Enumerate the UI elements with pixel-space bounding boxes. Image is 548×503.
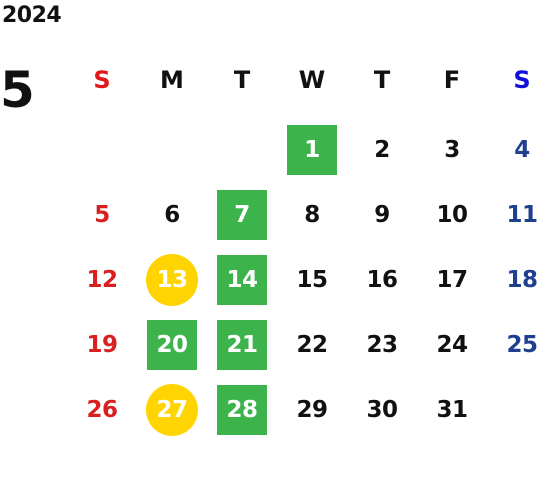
calendar-day[interactable]: 21 <box>217 320 267 370</box>
calendar-day[interactable]: 29 <box>296 397 328 423</box>
calendar-day[interactable]: 5 <box>94 202 110 228</box>
calendar-day[interactable]: 28 <box>217 385 267 435</box>
calendar-day[interactable]: 22 <box>296 332 328 358</box>
weekday-header: S <box>513 66 531 94</box>
calendar-day[interactable]: 3 <box>444 137 460 163</box>
weekday-header: T <box>373 66 391 94</box>
calendar-day[interactable]: 1 <box>287 125 337 175</box>
calendar-day[interactable]: 15 <box>296 267 328 293</box>
calendar-day[interactable]: 26 <box>86 397 118 423</box>
calendar-day[interactable]: 16 <box>366 267 398 293</box>
calendar-day[interactable]: 27 <box>146 384 198 436</box>
calendar-day[interactable]: 7 <box>217 190 267 240</box>
calendar-day[interactable]: 25 <box>506 332 538 358</box>
calendar-day[interactable]: 14 <box>217 255 267 305</box>
calendar-year: 2024 <box>2 3 62 28</box>
calendar-day[interactable]: 20 <box>147 320 197 370</box>
calendar-day[interactable]: 9 <box>374 202 390 228</box>
calendar-day[interactable]: 8 <box>304 202 320 228</box>
weekday-header: W <box>298 66 326 94</box>
calendar-day[interactable]: 13 <box>146 254 198 306</box>
calendar-day[interactable]: 10 <box>436 202 468 228</box>
calendar-day[interactable]: 4 <box>514 137 530 163</box>
calendar-day[interactable]: 2 <box>374 137 390 163</box>
calendar-month: 5 <box>0 61 35 119</box>
weekday-header: S <box>93 66 111 94</box>
calendar-day[interactable]: 17 <box>436 267 468 293</box>
calendar-day[interactable]: 6 <box>164 202 180 228</box>
calendar-day[interactable]: 11 <box>506 202 538 228</box>
calendar-day[interactable]: 12 <box>86 267 118 293</box>
calendar-day[interactable]: 30 <box>366 397 398 423</box>
weekday-header: T <box>233 66 251 94</box>
calendar-day[interactable]: 18 <box>506 267 538 293</box>
weekday-header: F <box>443 66 461 94</box>
weekday-header: M <box>160 66 184 94</box>
calendar-day[interactable]: 31 <box>436 397 468 423</box>
calendar-day[interactable]: 23 <box>366 332 398 358</box>
calendar-day[interactable]: 24 <box>436 332 468 358</box>
calendar-day[interactable]: 19 <box>86 332 118 358</box>
